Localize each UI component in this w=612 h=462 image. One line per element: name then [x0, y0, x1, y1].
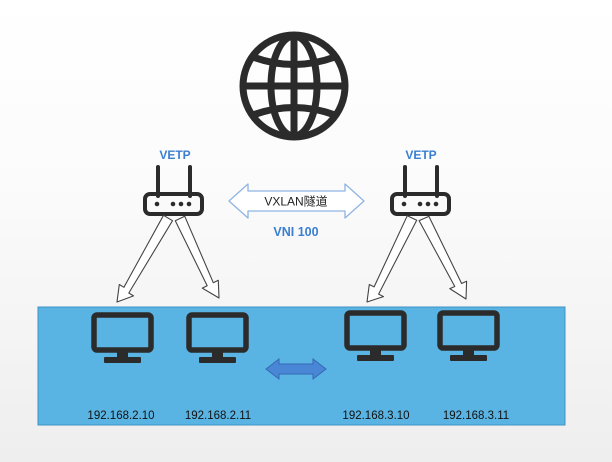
downlink-arrow — [116, 214, 174, 303]
tunnel-label: VXLAN隧道 — [264, 194, 327, 209]
router-icon — [390, 165, 451, 216]
downlink-arrow — [366, 215, 418, 303]
host-ip-label: 192.168.3.10 — [342, 410, 409, 422]
monitor-icon — [186, 312, 249, 363]
host-ip-label: 192.168.2.11 — [185, 410, 251, 422]
monitor-icon — [344, 310, 407, 361]
monitor-icon — [437, 310, 500, 361]
downlink-arrow — [418, 215, 468, 300]
lan-arrow — [265, 357, 327, 381]
globe-icon — [239, 31, 349, 141]
vtep-left-label: VETP — [159, 148, 190, 162]
tunnel-arrow — [228, 183, 365, 219]
vtep-right-label: VETP — [405, 148, 436, 162]
monitor-icon — [91, 312, 154, 363]
host-ip-label: 192.168.3.11 — [443, 410, 509, 422]
downlink-arrow — [174, 215, 220, 299]
router-icon — [143, 165, 204, 216]
vni-label: VNI 100 — [273, 225, 318, 239]
host-ip-label: 192.168.2.10 — [87, 410, 154, 422]
